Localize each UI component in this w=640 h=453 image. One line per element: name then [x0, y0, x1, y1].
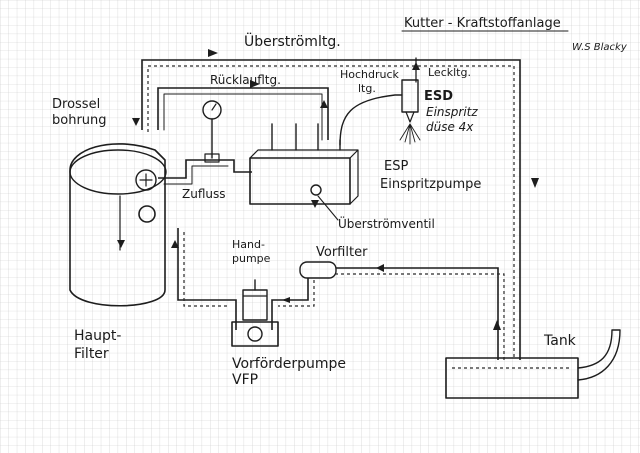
- arrow-left-vfp: [282, 297, 290, 303]
- author: W.S Blacky: [572, 42, 628, 53]
- label-esd: ESD: [424, 89, 453, 104]
- diagram-title: Kutter - Kraftstoffanlage: [404, 16, 561, 31]
- label-injector-1: Einspritz: [426, 105, 478, 119]
- pre-filter: [299, 261, 337, 279]
- overflow-valve: [310, 184, 322, 196]
- arrow-up-return: [320, 100, 328, 108]
- injection-pump: [249, 123, 359, 221]
- filter-to-vfp-inner: [183, 232, 230, 307]
- arrow-down-right: [531, 178, 539, 188]
- arrow-up-feed: [171, 240, 179, 248]
- label-throttle-2: bohrung: [52, 113, 107, 128]
- feed-line-inner: [163, 165, 229, 185]
- arrow-down-overflow: [132, 118, 140, 126]
- prefilter-to-vfp-inner: [278, 280, 315, 307]
- label-return-line: Rücklaufltg.: [210, 73, 281, 87]
- label-overflow-line: Überströmltg.: [244, 32, 341, 50]
- arrow-right-top: [208, 49, 218, 57]
- pipes: [141, 57, 521, 360]
- high-pressure-line: [339, 94, 403, 146]
- label-feed-pump-1: Vorförderpumpe: [232, 356, 346, 372]
- arrow-left-prefilter: [376, 264, 384, 272]
- filter-to-vfp-line: [177, 228, 237, 330]
- label-feed-pump-2: VFP: [232, 372, 258, 388]
- label-prefilter: Vorfilter: [316, 245, 368, 260]
- label-main-filter-2: Filter: [74, 346, 109, 362]
- injector-nozzle: [399, 79, 421, 145]
- label-injector-2: düse 4x: [426, 120, 474, 134]
- overflow-line: [141, 59, 521, 360]
- return-line: [157, 87, 329, 140]
- label-hand-pump-2: pumpe: [232, 252, 271, 265]
- throttle-bore: [135, 169, 157, 191]
- pressure-gauge: [202, 100, 222, 163]
- label-throttle-1: Drossel: [52, 97, 100, 112]
- label-main-filter-1: Haupt-: [74, 328, 121, 344]
- overflow-line-inner: [147, 65, 515, 360]
- label-high-pressure-1: Hochdruck: [340, 68, 400, 81]
- label-tank: Tank: [543, 333, 577, 349]
- tank: [445, 329, 621, 399]
- label-inflow: Zufluss: [182, 187, 226, 201]
- label-high-pressure-2: ltg.: [358, 82, 376, 95]
- feed-line: [158, 159, 252, 179]
- label-injection-pump: Einspritzpumpe: [380, 177, 481, 192]
- filter-outlet: [138, 205, 156, 223]
- main-filter: [69, 143, 167, 307]
- label-hand-pump-1: Hand-: [232, 238, 265, 251]
- arrow-right-return: [250, 80, 260, 88]
- tank-to-prefilter-inner: [336, 273, 505, 360]
- arrow-up-tank: [493, 320, 501, 330]
- label-leak-line: Leckltg.: [428, 66, 471, 79]
- feed-pump: [231, 279, 279, 347]
- label-esp: ESP: [384, 159, 408, 174]
- return-line-inner: [163, 93, 323, 141]
- arrow-up-leak: [412, 62, 420, 70]
- labels: Kutter - Kraftstoffanlage W.S Blacky Übe…: [52, 16, 628, 388]
- label-overflow-valve: Überströmventil: [338, 215, 435, 231]
- flow-arrows: [117, 49, 539, 330]
- arrow-down-filter: [117, 240, 125, 248]
